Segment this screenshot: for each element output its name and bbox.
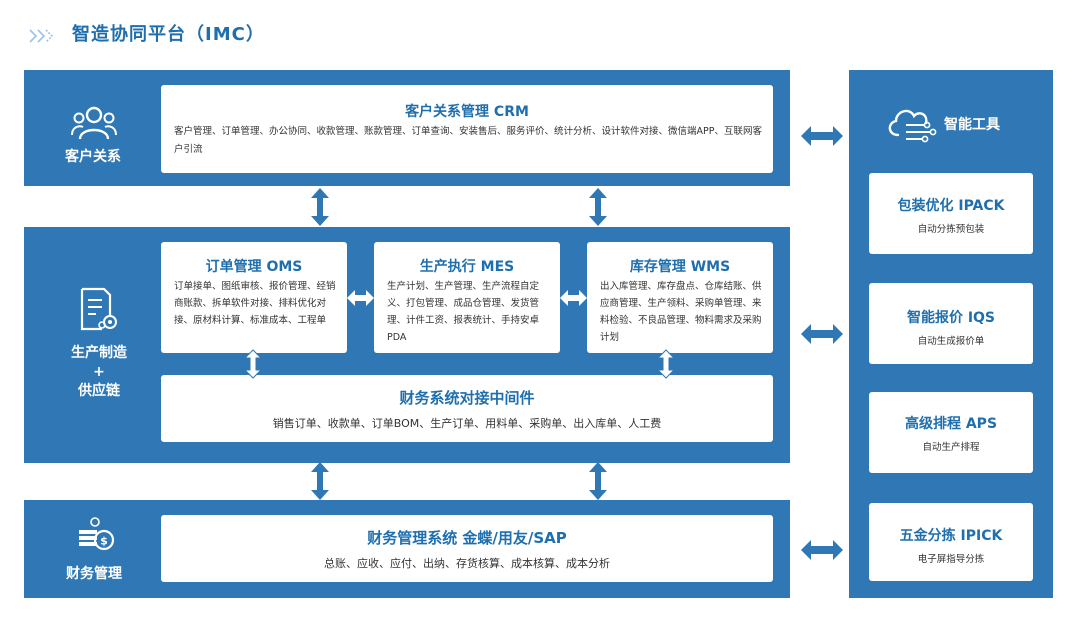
double-arrow-icon: [243, 349, 263, 379]
tool-desc-iqs: 自动生成报价单: [917, 336, 985, 347]
tool-card-ipick: 五金分拣 IPICK 电子屏指导分拣: [869, 503, 1033, 581]
users-icon: [71, 106, 117, 140]
tool-title-iqs: 智能报价 IQS: [906, 310, 996, 326]
double-arrow-icon: [311, 462, 329, 500]
production-label-line-1: 生产制造: [71, 345, 127, 361]
svg-text:$: $: [100, 535, 108, 548]
oms-body: 订单接单、图纸审核、报价管理、经销商账款、拆单软件对接、排料优化对接、原材料计算…: [174, 281, 336, 326]
oms-card: 订单管理 OMS 订单接单、图纸审核、报价管理、经销商账款、拆单软件对接、排料优…: [161, 242, 347, 353]
production-label-line-3: 供应链: [78, 383, 120, 399]
tools-label: 智能工具: [944, 117, 1000, 133]
middleware-card: 财务系统对接中间件 销售订单、收款单、订单BOM、生产订单、用料单、采购单、出入…: [161, 375, 773, 442]
chevron-arrows-icon: [29, 29, 54, 43]
production-label-line-2: +: [93, 364, 105, 380]
customer-label: 客户关系: [65, 149, 121, 165]
tool-desc-ipick: 电子屏指导分拣: [917, 554, 985, 565]
oms-title: 订单管理 OMS: [205, 259, 303, 275]
finance-label: 财务管理: [66, 566, 122, 582]
double-arrow-icon: [656, 349, 676, 379]
tool-card-ipack: 包装优化 IPACK 自动分拣预包装: [869, 173, 1033, 254]
mes-card: 生产执行 MES 生产计划、生产管理、生产流程自定义、打包管理、成品仓管理、发货…: [374, 242, 560, 353]
finance-system-title: 财务管理系统 金蝶/用友/SAP: [367, 529, 567, 547]
tool-desc-aps: 自动生产排程: [922, 442, 980, 453]
middleware-title: 财务系统对接中间件: [399, 389, 535, 407]
crm-card: 客户关系管理 CRM 客户管理、订单管理、办公协同、收款管理、账款管理、订单查询…: [161, 85, 773, 173]
double-arrow-icon: [801, 540, 843, 560]
wms-card: 库存管理 WMS 出入库管理、库存盘点、仓库结账、供应商管理、生产领料、采购单管…: [587, 242, 773, 353]
double-arrow-icon: [347, 290, 374, 306]
tool-title-aps: 高级排程 APS: [904, 416, 998, 432]
finance-system-body: 总账、应收、应付、出纳、存货核算、成本核算、成本分析: [324, 557, 610, 570]
double-arrow-icon: [589, 462, 607, 500]
page-title: 智造协同平台（IMC）: [72, 24, 265, 45]
wms-body: 出入库管理、库存盘点、仓库结账、供应商管理、生产领料、采购单管理、来料检验、不良…: [600, 281, 762, 343]
double-arrow-icon: [311, 188, 329, 226]
finance-system-card: 财务管理系统 金蝶/用友/SAP 总账、应收、应付、出纳、存货核算、成本核算、成…: [161, 515, 773, 582]
mes-title: 生产执行 MES: [419, 259, 515, 275]
tool-title-ipick: 五金分拣 IPICK: [899, 528, 1003, 544]
mes-body: 生产计划、生产管理、生产流程自定义、打包管理、成品仓管理、发货管理、计件工资、报…: [387, 281, 540, 343]
tool-title-ipack: 包装优化 IPACK: [897, 198, 1005, 214]
double-arrow-icon: [560, 290, 587, 306]
middleware-body: 销售订单、收款单、订单BOM、生产订单、用料单、采购单、出入库单、人工费: [272, 417, 662, 430]
tool-desc-ipack: 自动分拣预包装: [917, 224, 985, 235]
double-arrow-icon: [801, 324, 843, 344]
money-icon: $: [79, 517, 115, 551]
tool-card-iqs: 智能报价 IQS 自动生成报价单: [869, 283, 1033, 364]
tool-card-aps: 高级排程 APS 自动生产排程: [869, 392, 1033, 473]
double-arrow-icon: [589, 188, 607, 226]
document-gear-icon: [80, 287, 117, 331]
crm-body: 客户管理、订单管理、办公协同、收款管理、账款管理、订单查询、安装售后、服务评价、…: [174, 126, 762, 155]
wms-title: 库存管理 WMS: [629, 259, 731, 275]
crm-title: 客户关系管理 CRM: [405, 104, 529, 120]
cloud-network-icon: [888, 109, 937, 143]
double-arrow-icon: [801, 126, 843, 146]
